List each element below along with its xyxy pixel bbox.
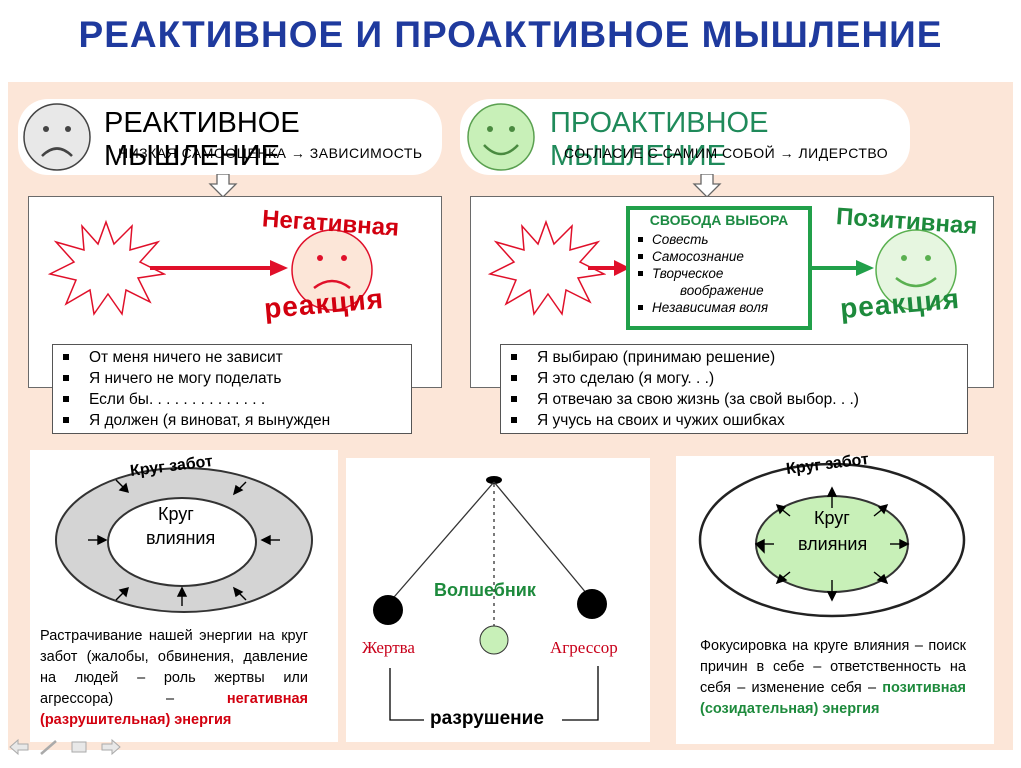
proactive-title: ПРОАКТИВНОЕ МЫШЛЕНИЕ (550, 107, 769, 172)
stimulus-starburst-icon (47, 219, 166, 316)
list-item: Независимая воля (634, 299, 804, 316)
next-icon[interactable] (100, 738, 122, 756)
victim-label: Жертва (362, 638, 415, 657)
list-item: От меня ничего не зависит (53, 347, 411, 368)
list-item: Я ничего не могу поделать (53, 368, 411, 389)
right-inner-label-2: влияния (798, 534, 868, 554)
down-arrow-icon (208, 174, 238, 198)
subtitle-arrow: → (779, 145, 795, 161)
freedom-of-choice-box: СВОБОДА ВЫБОРА Совесть Самосознание Твор… (626, 206, 812, 330)
negative-face-icon (291, 229, 373, 311)
list-item: Я это сделаю (я могу. . .) (501, 368, 967, 389)
victim-ball (373, 595, 403, 625)
right-caption-highlight: позитивная (созидательная) энергия (700, 680, 967, 717)
prev-icon[interactable] (8, 738, 30, 756)
pen-icon[interactable] (38, 738, 60, 756)
reactive-statements: От меня ничего не зависит Я ничего не мо… (52, 344, 412, 434)
wizard-ball (479, 625, 509, 655)
slide-nav (8, 736, 138, 758)
slide-title: РЕАКТИВНОЕ И ПРОАКТИВНОЕ МЫШЛЕНИЕ (78, 14, 943, 55)
list-item: Если бы. . . . . . . . . . . . . . (53, 389, 411, 410)
positive-face-icon (875, 229, 957, 311)
menu-icon[interactable] (68, 738, 90, 756)
subtitle-arrow: → (290, 145, 306, 161)
reactive-subtitle-left: НИЗКАЯ САМООЦЕНКА (118, 145, 287, 161)
proactive-statements: Я выбираю (принимаю решение) Я это сдела… (500, 344, 968, 434)
list-item: Творческое (634, 265, 804, 282)
sad-face-icon (23, 103, 91, 171)
proactive-header: ПРОАКТИВНОЕ МЫШЛЕНИЕ СОГЛАСИЕ С САМИМ СО… (460, 99, 910, 175)
right-caption-text: Фокусировка на круге влияния – поиск при… (700, 638, 966, 696)
list-item: Я отвечаю за свою жизнь (за свой выбор. … (501, 389, 967, 410)
left-caption-highlight: негативная (разрушительная) энергия (40, 691, 308, 728)
list-item: Самосознание (634, 248, 804, 265)
left-inner-label-1: Круг (158, 504, 194, 524)
aggressor-label: Агрессор (550, 638, 618, 657)
list-item: Я учусь на своих и чужих ошибках (501, 410, 967, 431)
reactive-header: РЕАКТИВНОЕ МЫШЛЕНИЕ НИЗКАЯ САМООЦЕНКА → … (18, 99, 442, 175)
left-caption-text: Растрачивание нашей энергии на круг забо… (40, 628, 308, 707)
circle-of-concern-diagram (55, 467, 313, 613)
positive-arrow-icon (812, 260, 874, 276)
aggressor-ball (577, 589, 607, 619)
happy-face-icon (467, 103, 535, 171)
stimulus-starburst-icon (487, 219, 606, 316)
down-arrow-icon (692, 174, 722, 198)
reactive-subtitle-right: ЗАВИСИМОСТЬ (309, 145, 423, 161)
left-inner-label-2: влияния (146, 528, 216, 548)
reactive-subtitle: НИЗКАЯ САМООЦЕНКА → ЗАВИСИМОСТЬ (118, 145, 423, 161)
stimulus-arrow-icon (588, 260, 630, 276)
circle-of-influence-diagram (698, 462, 966, 618)
freedom-title: СВОБОДА ВЫБОРА (649, 212, 789, 228)
right-inner-label-1: Круг (814, 508, 850, 528)
pendulum-diagram (373, 476, 607, 721)
list-item: Я выбираю (принимаю решение) (501, 347, 967, 368)
wizard-label: Волшебник (434, 580, 536, 600)
proactive-subtitle-left: СОГЛАСИЕ С САМИМ СОБОЙ (564, 145, 776, 161)
reactive-title: РЕАКТИВНОЕ МЫШЛЕНИЕ (104, 107, 300, 172)
left-caption: Растрачивание нашей энергии на круг забо… (40, 626, 308, 731)
list-item: Я должен (я виноват, я вынужден (53, 410, 411, 431)
list-item-continuation: воображение (680, 283, 764, 298)
proactive-subtitle: СОГЛАСИЕ С САМИМ СОБОЙ → ЛИДЕРСТВО (564, 145, 888, 161)
destruction-label: разрушение (430, 708, 544, 729)
list-item: Совесть (634, 231, 804, 248)
negative-arrow-icon (150, 260, 288, 276)
right-caption: Фокусировка на круге влияния – поиск при… (700, 636, 966, 720)
proactive-subtitle-right: ЛИДЕРСТВО (798, 145, 889, 161)
